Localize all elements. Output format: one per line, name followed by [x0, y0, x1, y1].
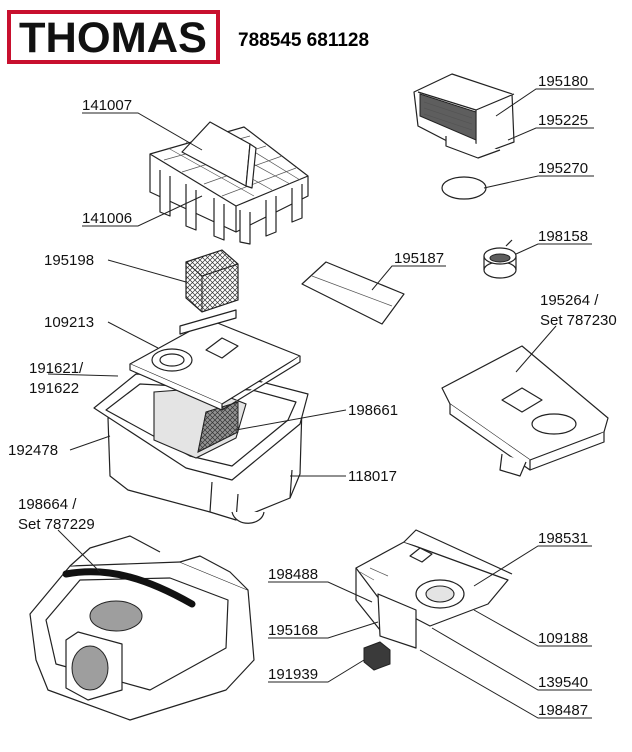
label-198158: 198158 — [538, 228, 588, 245]
label-198487: 198487 — [538, 702, 588, 719]
mesh-filter-cube — [185, 249, 239, 313]
article-numbers: 788545 681128 — [238, 30, 369, 51]
flat-flap-part — [301, 261, 405, 325]
label-191939: 191939 — [268, 666, 318, 683]
label-141006: 141006 — [82, 210, 132, 227]
label-195187: 195187 — [394, 250, 444, 267]
label-191621: 191621/ — [29, 360, 84, 377]
leader-lines — [47, 88, 594, 719]
part-labels: 141007 141006 195198 109213 191621/ 1916… — [8, 73, 617, 719]
small-dark-block — [363, 641, 391, 671]
label-set-787230: Set 787230 — [540, 312, 617, 329]
label-198664: 198664 / — [18, 496, 77, 513]
label-198661: 198661 — [348, 402, 398, 419]
label-109213: 109213 — [44, 314, 94, 331]
label-139540: 139540 — [538, 674, 588, 691]
label-195270: 195270 — [538, 160, 588, 177]
thomas-logo: THOMAS — [7, 10, 220, 64]
label-118017: 118017 — [348, 468, 397, 485]
label-set-787229: Set 787229 — [18, 516, 95, 533]
bracket-assembly — [355, 529, 513, 649]
label-195168: 195168 — [268, 622, 318, 639]
label-198531: 198531 — [538, 530, 588, 547]
filter-insert-basket — [149, 121, 309, 245]
label-198488: 198488 — [268, 566, 318, 583]
label-191622: 191622 — [29, 380, 79, 397]
label-195198: 195198 — [44, 252, 94, 269]
main-water-container — [93, 309, 309, 524]
hepa-filter-cartridge — [413, 73, 515, 159]
bottom-housing-part — [29, 535, 255, 721]
oval-pad — [441, 176, 487, 200]
brand-name: THOMAS — [19, 14, 207, 62]
label-195180: 195180 — [538, 73, 588, 90]
label-141007: 141007 — [82, 97, 132, 114]
label-195225: 195225 — [538, 112, 588, 129]
label-109188: 109188 — [538, 630, 588, 647]
cover-plate-part — [441, 345, 609, 477]
small-cap-part — [483, 239, 517, 279]
label-192478: 192478 — [8, 442, 58, 459]
label-195264: 195264 / — [540, 292, 599, 309]
